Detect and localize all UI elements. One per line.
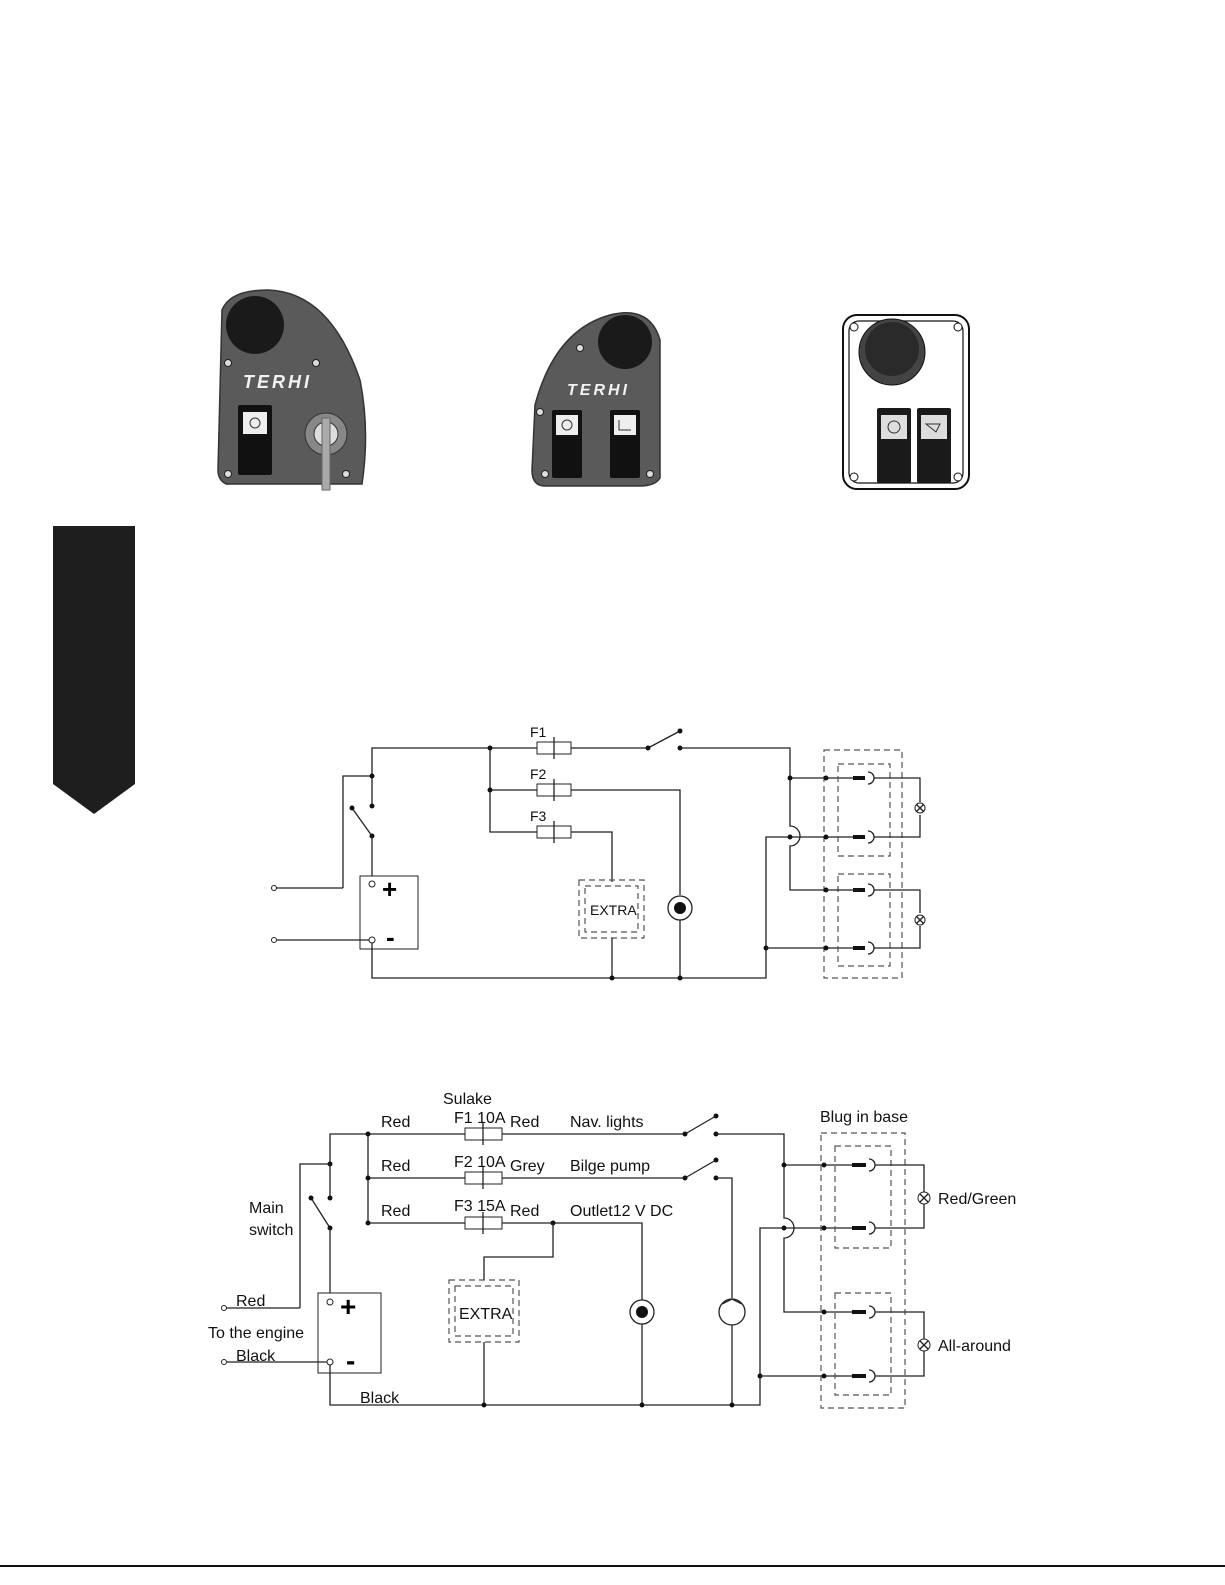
- battery-minus: -: [346, 1345, 355, 1376]
- wiring-diagram-simple: F1 F2 F3 + - EXTRA: [0, 700, 1225, 1010]
- fuse-f3: [537, 821, 571, 843]
- page-footer: [0, 1560, 1225, 1585]
- fuse-f1-label: F1 10A: [454, 1110, 506, 1127]
- fuse-f3-label: F3: [530, 808, 547, 824]
- battery-minus: -: [386, 922, 395, 952]
- fuse-header: Sulake: [443, 1091, 492, 1108]
- battery-plus: +: [340, 1291, 356, 1322]
- gauge-hole: [598, 315, 652, 369]
- lamp-icon: [918, 1339, 930, 1351]
- engine-label: To the engine: [208, 1325, 304, 1342]
- socket[interactable]: [859, 319, 925, 385]
- panel-1-logo: TERHI: [243, 372, 312, 392]
- load-bilge-pump: Bilge pump: [570, 1158, 650, 1175]
- pump-symbol: [719, 1299, 745, 1325]
- wire-f2-in: Red: [381, 1158, 410, 1175]
- fuse-f3: [465, 1212, 502, 1234]
- extra-load: EXTRA: [449, 1280, 519, 1342]
- lamp-icon: [915, 803, 925, 813]
- fuse-f3-label: F3 15A: [454, 1198, 506, 1215]
- fuse-f2: [537, 779, 571, 801]
- light-switch[interactable]: [877, 408, 911, 483]
- load-outlet: Outlet12 V DC: [570, 1203, 673, 1220]
- control-panel-2: TERHI: [532, 313, 660, 486]
- lamp-icon: [918, 1192, 930, 1204]
- lamp-label-red-green: Red/Green: [938, 1191, 1016, 1208]
- control-panel-3: [843, 315, 969, 489]
- lamp-icon: [915, 915, 925, 925]
- control-panel-1: TERHI: [218, 290, 366, 490]
- light-switch[interactable]: [552, 410, 582, 478]
- fuse-f1-label: F1: [530, 724, 547, 740]
- panel-2-logo: TERHI: [567, 382, 630, 399]
- wire-f2-out: Grey: [510, 1158, 545, 1175]
- outlet-symbol: [630, 1300, 654, 1324]
- load-nav-lights: Nav. lights: [570, 1114, 644, 1131]
- battery-plus: +: [382, 874, 397, 904]
- wire-f3-in: Red: [381, 1203, 410, 1220]
- wire-f1-out: Red: [510, 1114, 539, 1131]
- main-switch-label-1: Main: [249, 1200, 284, 1217]
- control-panels: TERHI TERHI: [0, 0, 1225, 520]
- main-switch-label-2: switch: [249, 1222, 293, 1239]
- battery: + -: [318, 1291, 381, 1376]
- gauge-hole: [226, 296, 284, 354]
- fuse-f1: [537, 737, 571, 759]
- fuse-f2-label: F2 10A: [454, 1154, 506, 1171]
- wire-f1-in: Red: [381, 1114, 410, 1131]
- lamp-label-all-around: All-around: [938, 1338, 1011, 1355]
- fuse-f2-label: F2: [530, 766, 547, 782]
- wiring-diagram-labeled: Sulake F1 10A F2 10A F3 15A Red Red Red …: [0, 1080, 1225, 1450]
- plug-base: [824, 750, 903, 978]
- plug-base: [821, 1133, 905, 1408]
- plug-label: Blug in base: [820, 1109, 908, 1126]
- extra-label: EXTRA: [590, 902, 637, 918]
- extra-label: EXTRA: [459, 1306, 513, 1323]
- bilge-switch[interactable]: [917, 408, 951, 483]
- bilge-switch[interactable]: [610, 410, 640, 478]
- light-switch[interactable]: [238, 405, 272, 475]
- wire-f3-out: Red: [510, 1203, 539, 1220]
- pump-symbol: [668, 896, 692, 920]
- extra-load: EXTRA: [579, 880, 644, 938]
